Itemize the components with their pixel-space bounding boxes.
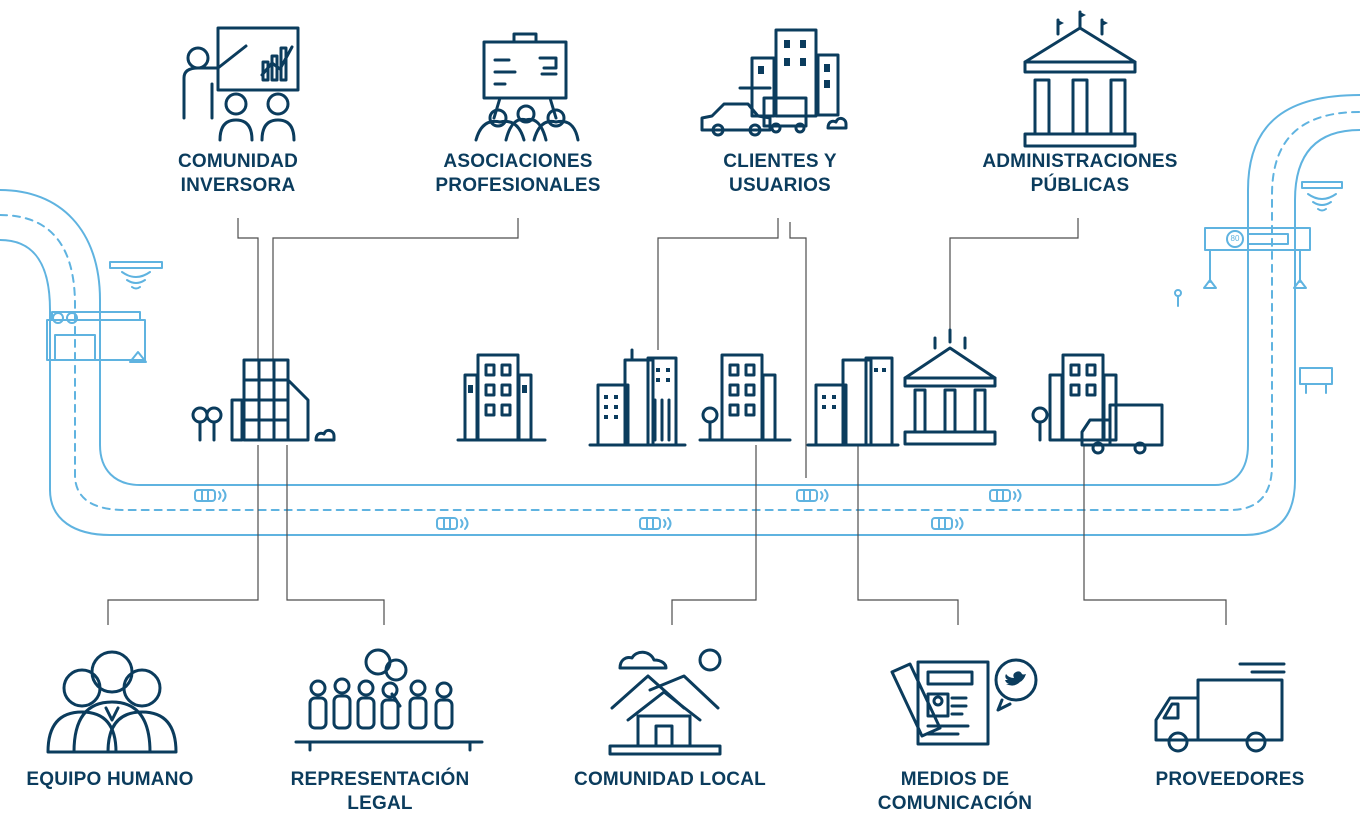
headquarters-icon	[191, 358, 336, 442]
speed-gantry-icon	[1174, 181, 1343, 394]
assembly-icon	[294, 648, 484, 752]
label-equipo-humano: EQUIPO HUMANO	[26, 769, 194, 790]
label-proveedores: PROVEEDORES	[1155, 769, 1305, 790]
presentation-icon	[182, 26, 300, 142]
building-icon	[456, 353, 547, 442]
car-icon	[796, 489, 829, 502]
connector-lines	[107, 218, 1227, 625]
team-icon	[46, 650, 178, 754]
road	[0, 94, 1360, 536]
city-vehicles-icon	[700, 28, 848, 137]
car-icon	[989, 489, 1022, 502]
easel-audience-icon	[474, 32, 580, 142]
building-icon	[698, 353, 792, 442]
government-building-icon	[1023, 10, 1137, 148]
car-icon	[639, 517, 672, 530]
label-comunidad-local: COMUNIDAD LOCAL	[574, 769, 766, 790]
tower-buildings-icon	[588, 348, 687, 447]
houses-icon	[608, 648, 722, 756]
car-icon	[931, 517, 964, 530]
car-icon	[436, 517, 469, 530]
toll-station-icon	[46, 261, 163, 363]
public-building-icon	[903, 328, 997, 446]
building-truck-icon	[1031, 353, 1164, 455]
tower-buildings-icon	[806, 356, 900, 447]
road-cars	[194, 489, 1022, 530]
newspaper-twitter-icon	[890, 658, 1038, 746]
delivery-truck-icon	[1154, 662, 1286, 753]
car-icon	[194, 489, 227, 502]
speed-limit-value: 80	[1230, 234, 1240, 243]
